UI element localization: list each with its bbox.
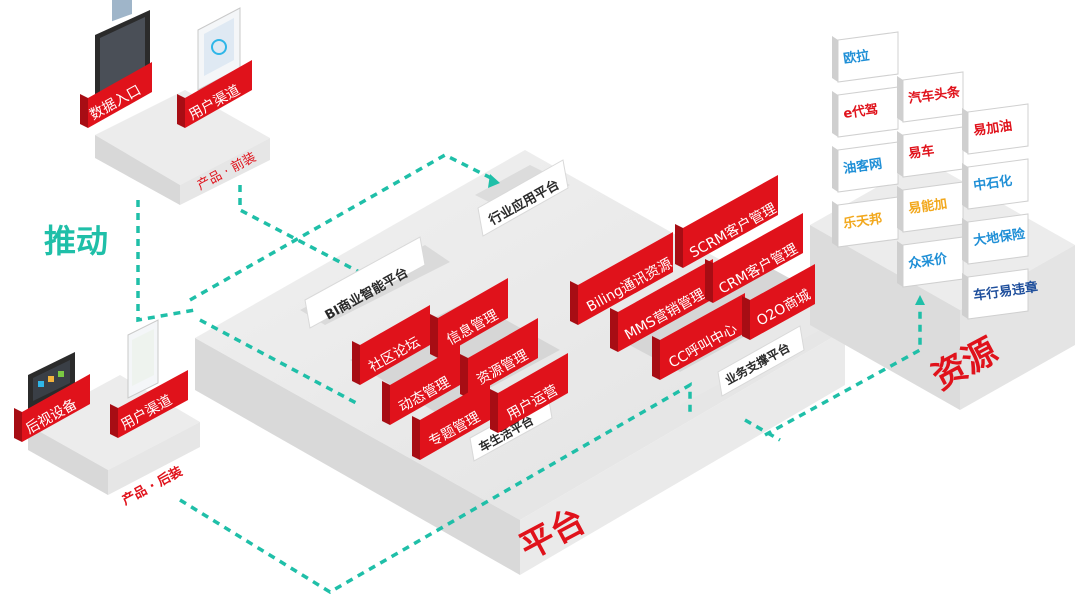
- rear-view-device: [28, 352, 75, 411]
- resource-logo-tile: 油客网: [832, 141, 899, 193]
- push-label: 推动: [44, 222, 108, 260]
- resource-logo-label: 众采价: [907, 251, 949, 272]
- resource-logo-tile: 车行易违章: [962, 268, 1039, 320]
- resource-logo-tile: 汽车头条: [897, 71, 964, 123]
- front-product-group: 数据入口 用户渠道 产品 · 前装: [80, 0, 270, 205]
- flow-arrows: [136, 153, 925, 595]
- rear-product-group: 后视设备 用户渠道 产品 · 后装: [14, 319, 200, 509]
- resource-logo-label: e代驾: [842, 101, 879, 122]
- business-module-5: O2O商城: [742, 264, 815, 340]
- resource-logo-label: 易加油: [972, 118, 1013, 139]
- resource-logo-label: 中石化: [972, 173, 1013, 194]
- resource-logo-tile: 众采价: [897, 236, 964, 288]
- phone-device-front: [197, 7, 241, 91]
- resource-logo-label: 欧拉: [842, 47, 870, 66]
- resource-logo-label: 汽车头条: [907, 84, 962, 107]
- resource-logo-tile: 中石化: [962, 158, 1029, 210]
- resource-logo-tile: 易车: [897, 126, 964, 178]
- resource-logo-tile: 欧拉: [832, 31, 899, 83]
- resource-logo-label: 油客网: [842, 156, 883, 177]
- resource-logo-tile: 大地保险: [962, 213, 1029, 265]
- resource-logo-tile: e代驾: [832, 86, 899, 138]
- resource-logo-label: 易车: [907, 142, 935, 161]
- resource-logo-label: 大地保险: [972, 226, 1027, 249]
- resource-logo-tile: 易加油: [962, 103, 1029, 155]
- resource-logo-tile: 易能加: [897, 181, 964, 233]
- phone-device-rear: [127, 319, 159, 399]
- resource-logo-label: 易能加: [907, 196, 948, 217]
- resource-logo-label: 乐天邦: [842, 211, 883, 232]
- resource-logo-tile: 乐天邦: [832, 196, 899, 248]
